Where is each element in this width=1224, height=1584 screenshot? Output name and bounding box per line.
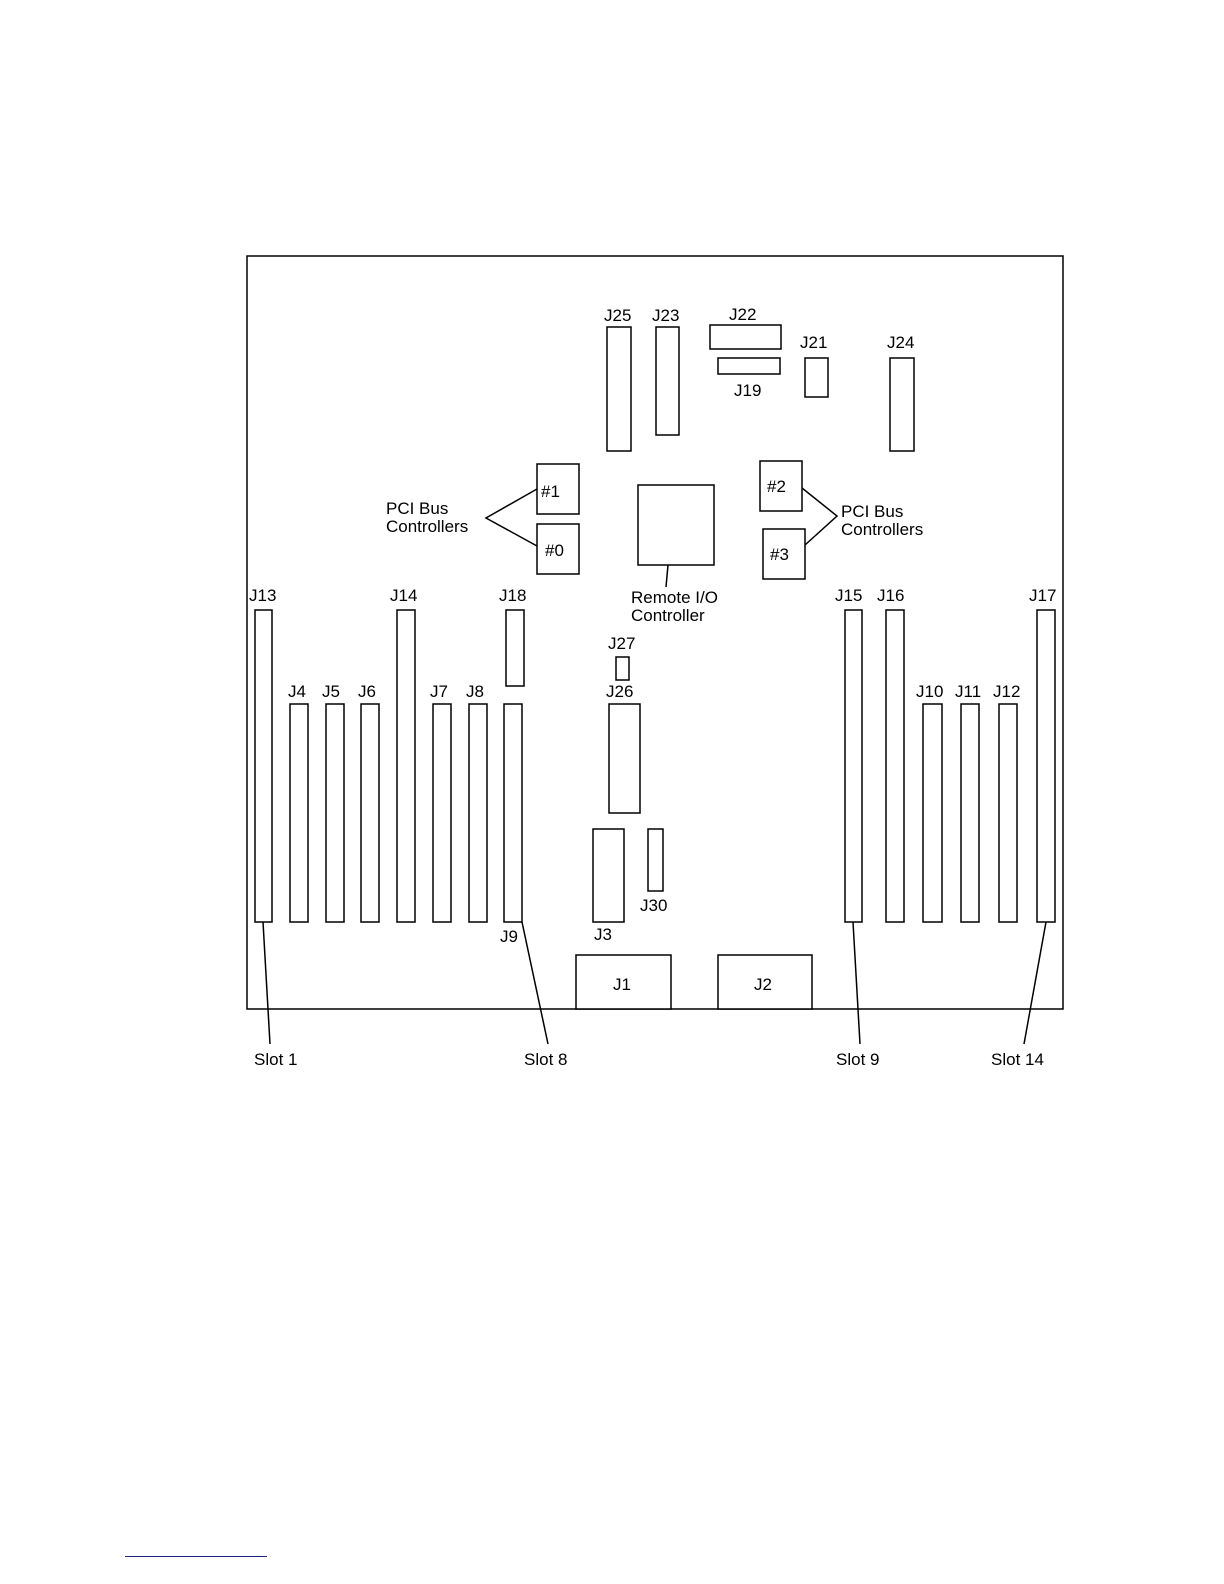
slot8-label: Slot 8 xyxy=(524,1050,567,1069)
connector-j11 xyxy=(961,704,979,922)
label-j27: J27 xyxy=(608,634,635,653)
connector-j22 xyxy=(710,325,781,349)
connector-j17 xyxy=(1037,610,1055,922)
connector-j16 xyxy=(886,610,904,922)
connector-j30 xyxy=(648,829,663,891)
pci-controller-2-label: #2 xyxy=(767,477,786,496)
label-j26: J26 xyxy=(606,682,633,701)
pci-right-label-line1: PCI Bus xyxy=(841,502,903,521)
connector-j12 xyxy=(999,704,1017,922)
connector-j7 xyxy=(433,704,451,922)
connector-j24 xyxy=(890,358,914,451)
label-j9: J9 xyxy=(500,927,518,946)
connector-j6 xyxy=(361,704,379,922)
connector-j27 xyxy=(616,657,629,680)
pci-controller-0-label: #0 xyxy=(545,541,564,560)
label-j10: J10 xyxy=(916,682,943,701)
pci-controller-1-label: #1 xyxy=(541,482,560,501)
connector-j9 xyxy=(504,704,522,922)
pci-right-label-line2: Controllers xyxy=(841,520,923,539)
label-j8: J8 xyxy=(466,682,484,701)
connector-j15 xyxy=(845,610,862,922)
connector-j23 xyxy=(656,327,679,435)
remote-io-label-line2: Controller xyxy=(631,606,705,625)
label-j15: J15 xyxy=(835,586,862,605)
label-j1: J1 xyxy=(613,975,631,994)
label-j30: J30 xyxy=(640,896,667,915)
connector-j4 xyxy=(290,704,308,922)
connector-j21 xyxy=(805,358,828,397)
pci-left-label-line1: PCI Bus xyxy=(386,499,448,518)
connector-j5 xyxy=(326,704,344,922)
remote-io-controller xyxy=(638,485,714,565)
connector-j18 xyxy=(506,610,524,686)
connector-j3 xyxy=(593,829,624,922)
connector-j25 xyxy=(607,327,631,451)
footnote-rule xyxy=(125,1556,267,1557)
connector-j10 xyxy=(923,704,942,922)
label-j17: J17 xyxy=(1029,586,1056,605)
label-j19: J19 xyxy=(734,381,761,400)
label-j3: J3 xyxy=(594,925,612,944)
label-j24: J24 xyxy=(887,333,914,352)
label-j11: J11 xyxy=(955,682,981,701)
label-j16: J16 xyxy=(877,586,904,605)
pci-controller-3-label: #3 xyxy=(770,545,789,564)
label-j6: J6 xyxy=(358,682,376,701)
label-j13: J13 xyxy=(249,586,276,605)
label-j7: J7 xyxy=(430,682,448,701)
remote-io-label-line1: Remote I/O xyxy=(631,588,718,607)
label-j2: J2 xyxy=(754,975,772,994)
label-j18: J18 xyxy=(499,586,526,605)
label-j22: J22 xyxy=(729,305,756,324)
connector-j8 xyxy=(469,704,487,922)
slot9-label: Slot 9 xyxy=(836,1050,879,1069)
connector-j14 xyxy=(397,610,415,922)
label-j4: J4 xyxy=(288,682,306,701)
connector-j19 xyxy=(718,358,780,374)
label-j21: J21 xyxy=(800,333,827,352)
label-j14: J14 xyxy=(390,586,417,605)
label-j25: J25 xyxy=(604,306,631,325)
connector-j26 xyxy=(609,704,640,813)
slot14-label: Slot 14 xyxy=(991,1050,1044,1069)
label-j5: J5 xyxy=(322,682,340,701)
connector-j13 xyxy=(255,610,272,922)
label-j12: J12 xyxy=(993,682,1020,701)
label-j23: J23 xyxy=(652,306,679,325)
pci-left-label-line2: Controllers xyxy=(386,517,468,536)
slot1-label: Slot 1 xyxy=(254,1050,297,1069)
